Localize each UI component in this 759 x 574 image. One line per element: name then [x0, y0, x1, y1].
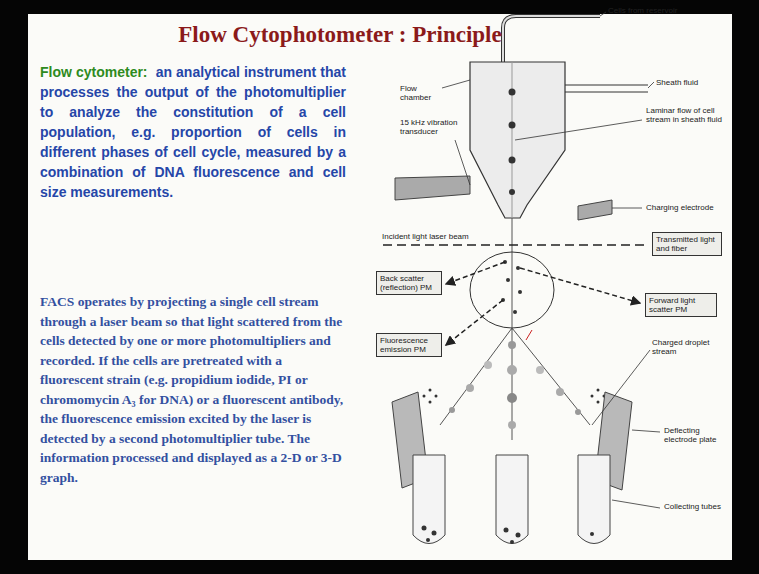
- definition-text: an analytical instrument that processes …: [40, 64, 346, 200]
- detector-label: Fluorescence emission PM: [380, 336, 438, 354]
- part-label: 15 kHz vibration transducer: [400, 118, 458, 136]
- detector-label: Forward light scatter PM: [649, 296, 713, 314]
- detector-box: Forward light scatter PM: [645, 293, 717, 317]
- detector-box: Transmitted light and fiber: [652, 232, 722, 256]
- part-label: Collecting tubes: [664, 502, 728, 511]
- definition-term: Flow cytometer:: [40, 64, 148, 80]
- part-label: Incident light laser beam: [382, 232, 492, 241]
- slide-title: Flow Cytophotometer : Principle: [60, 22, 620, 48]
- part-label: Cells from reservoir: [608, 6, 688, 15]
- part-label: Sheath fluid: [656, 78, 726, 87]
- detector-box: Fluorescence emission PM: [376, 333, 442, 357]
- part-label: Charging electrode: [646, 203, 726, 212]
- part-label: Charged droplet stream: [652, 338, 722, 356]
- part-label: Flow chamber: [400, 84, 440, 102]
- detector-label: Transmitted light and fiber: [656, 235, 718, 253]
- detector-label: Back scatter (reflection) PM: [380, 274, 438, 292]
- detector-box: Back scatter (reflection) PM: [376, 271, 442, 295]
- part-label: Laminar flow of cell stream in sheath fl…: [646, 106, 724, 124]
- definition-paragraph: Flow cytometer: an analytical instrument…: [40, 62, 346, 202]
- part-label: Deflecting electrode plate: [664, 426, 728, 444]
- facs-paragraph: FACS operates by projecting a single cel…: [40, 292, 346, 487]
